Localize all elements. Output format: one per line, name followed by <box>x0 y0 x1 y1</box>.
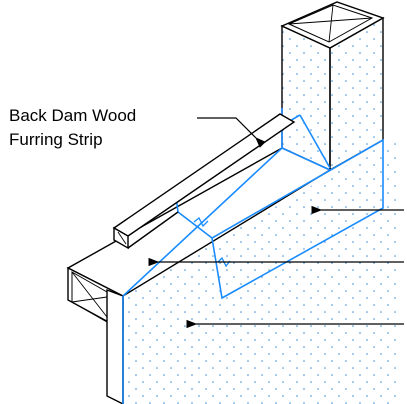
label-line-2: Furring Strip <box>9 130 103 149</box>
back-dam-furring-strip-label: Back Dam Wood Furring Strip <box>9 104 136 152</box>
wood-furring-strip <box>112 113 296 250</box>
label-line-1: Back Dam Wood <box>9 106 137 125</box>
callout-leaders <box>148 117 404 329</box>
upper-wall <box>280 1 385 172</box>
